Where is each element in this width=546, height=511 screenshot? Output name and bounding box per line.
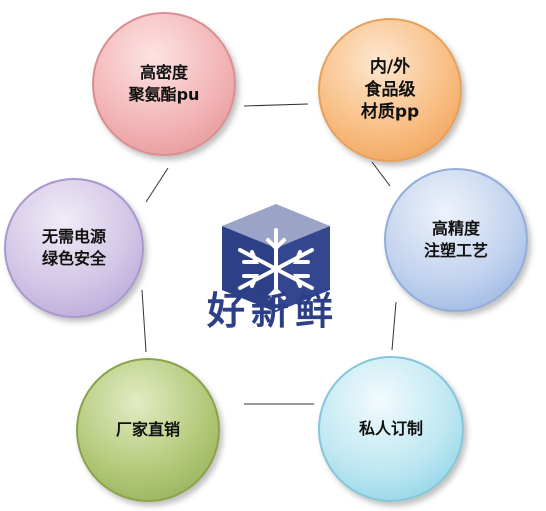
feature-circle-power: 无需电源 绿色安全 bbox=[4, 178, 144, 318]
feature-circle-custom: 私人订制 bbox=[318, 356, 464, 502]
feature-circle-factory: 厂家直销 bbox=[76, 358, 220, 502]
feature-label-power: 无需电源 绿色安全 bbox=[41, 227, 106, 268]
link-food-precision bbox=[371, 161, 391, 187]
snowflake-cube-icon bbox=[222, 204, 330, 312]
link-factory-power bbox=[141, 289, 147, 353]
feature-circle-food-grade: 内/外 食品级 材质pp bbox=[318, 18, 462, 162]
link-precision-custom bbox=[391, 301, 397, 351]
feature-label-density: 高密度 聚氨酯pu bbox=[128, 63, 200, 104]
feature-label-food-grade: 内/外 食品级 材质pp bbox=[360, 56, 420, 123]
link-power-density bbox=[145, 167, 169, 203]
feature-circle-density: 高密度 聚氨酯pu bbox=[92, 12, 236, 156]
feature-label-custom: 私人订制 bbox=[358, 419, 423, 439]
link-density-food bbox=[243, 103, 309, 107]
feature-circle-precision: 高精度 注塑工艺 bbox=[384, 168, 528, 312]
brand-name: 好新鲜 bbox=[206, 289, 339, 333]
feature-label-precision: 高精度 注塑工艺 bbox=[423, 219, 488, 260]
feature-label-factory: 厂家直销 bbox=[115, 420, 180, 440]
